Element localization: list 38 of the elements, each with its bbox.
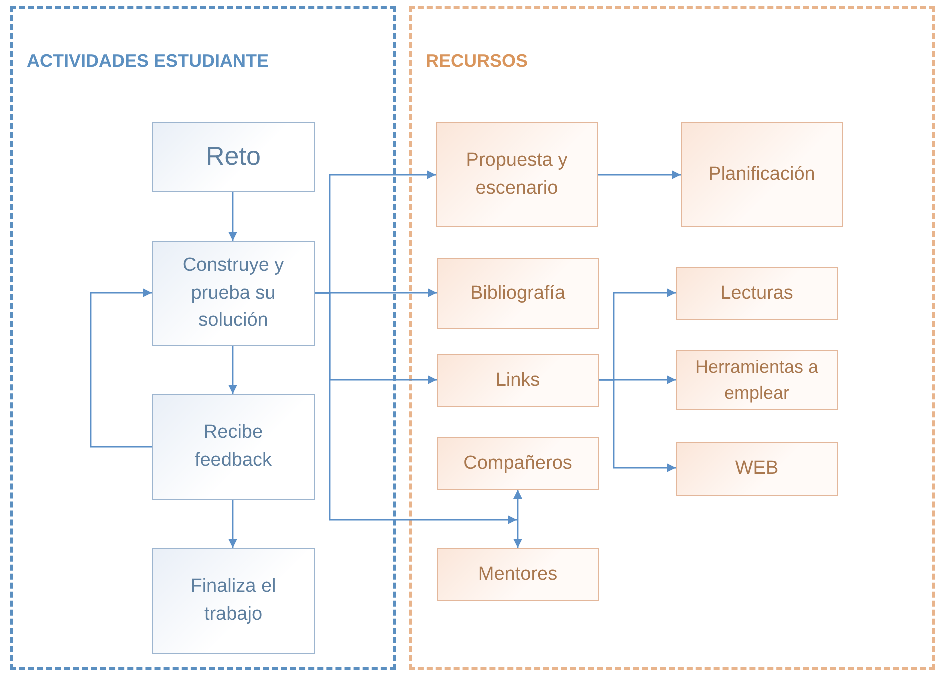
arrow [228, 346, 238, 394]
process-box [152, 122, 315, 192]
process-box [437, 548, 599, 601]
process-box [681, 122, 843, 227]
arrow [228, 192, 238, 241]
box-label: Propuesta y escenario [465, 148, 569, 200]
arrow [599, 379, 676, 472]
arrow [598, 170, 681, 180]
process-box [437, 258, 599, 329]
process-box [437, 437, 599, 490]
box-label: Lecturas [720, 282, 794, 306]
process-box [676, 350, 838, 410]
section-heading: RECURSOS [426, 51, 528, 72]
box-label: Planificación [708, 162, 816, 187]
arrow [228, 500, 238, 548]
dashed-panel [409, 6, 935, 670]
box-label: Compañeros [464, 452, 572, 476]
process-box [152, 241, 315, 346]
arrow [514, 490, 522, 548]
process-box [676, 442, 838, 496]
dashed-panel [10, 6, 396, 670]
box-label: Links [496, 368, 540, 393]
box-label: Bibliografía [470, 282, 566, 306]
box-label: WEB [735, 457, 779, 482]
process-box [436, 122, 598, 227]
box-label: Reto [206, 140, 261, 174]
box-label: Herramientas a emplear [694, 356, 820, 405]
box-label: Construye y prueba su solución [182, 254, 286, 334]
box-label: Finaliza el trabajo [190, 575, 278, 627]
section-heading: ACTIVIDADES ESTUDIANTE [27, 51, 270, 72]
process-box [676, 267, 838, 320]
process-box [437, 354, 599, 407]
arrow [315, 292, 517, 524]
arrow [90, 288, 152, 448]
process-box [152, 394, 315, 500]
box-label: Mentores [478, 562, 558, 587]
process-box [152, 548, 315, 654]
box-label: Recibe feedback [194, 421, 274, 473]
